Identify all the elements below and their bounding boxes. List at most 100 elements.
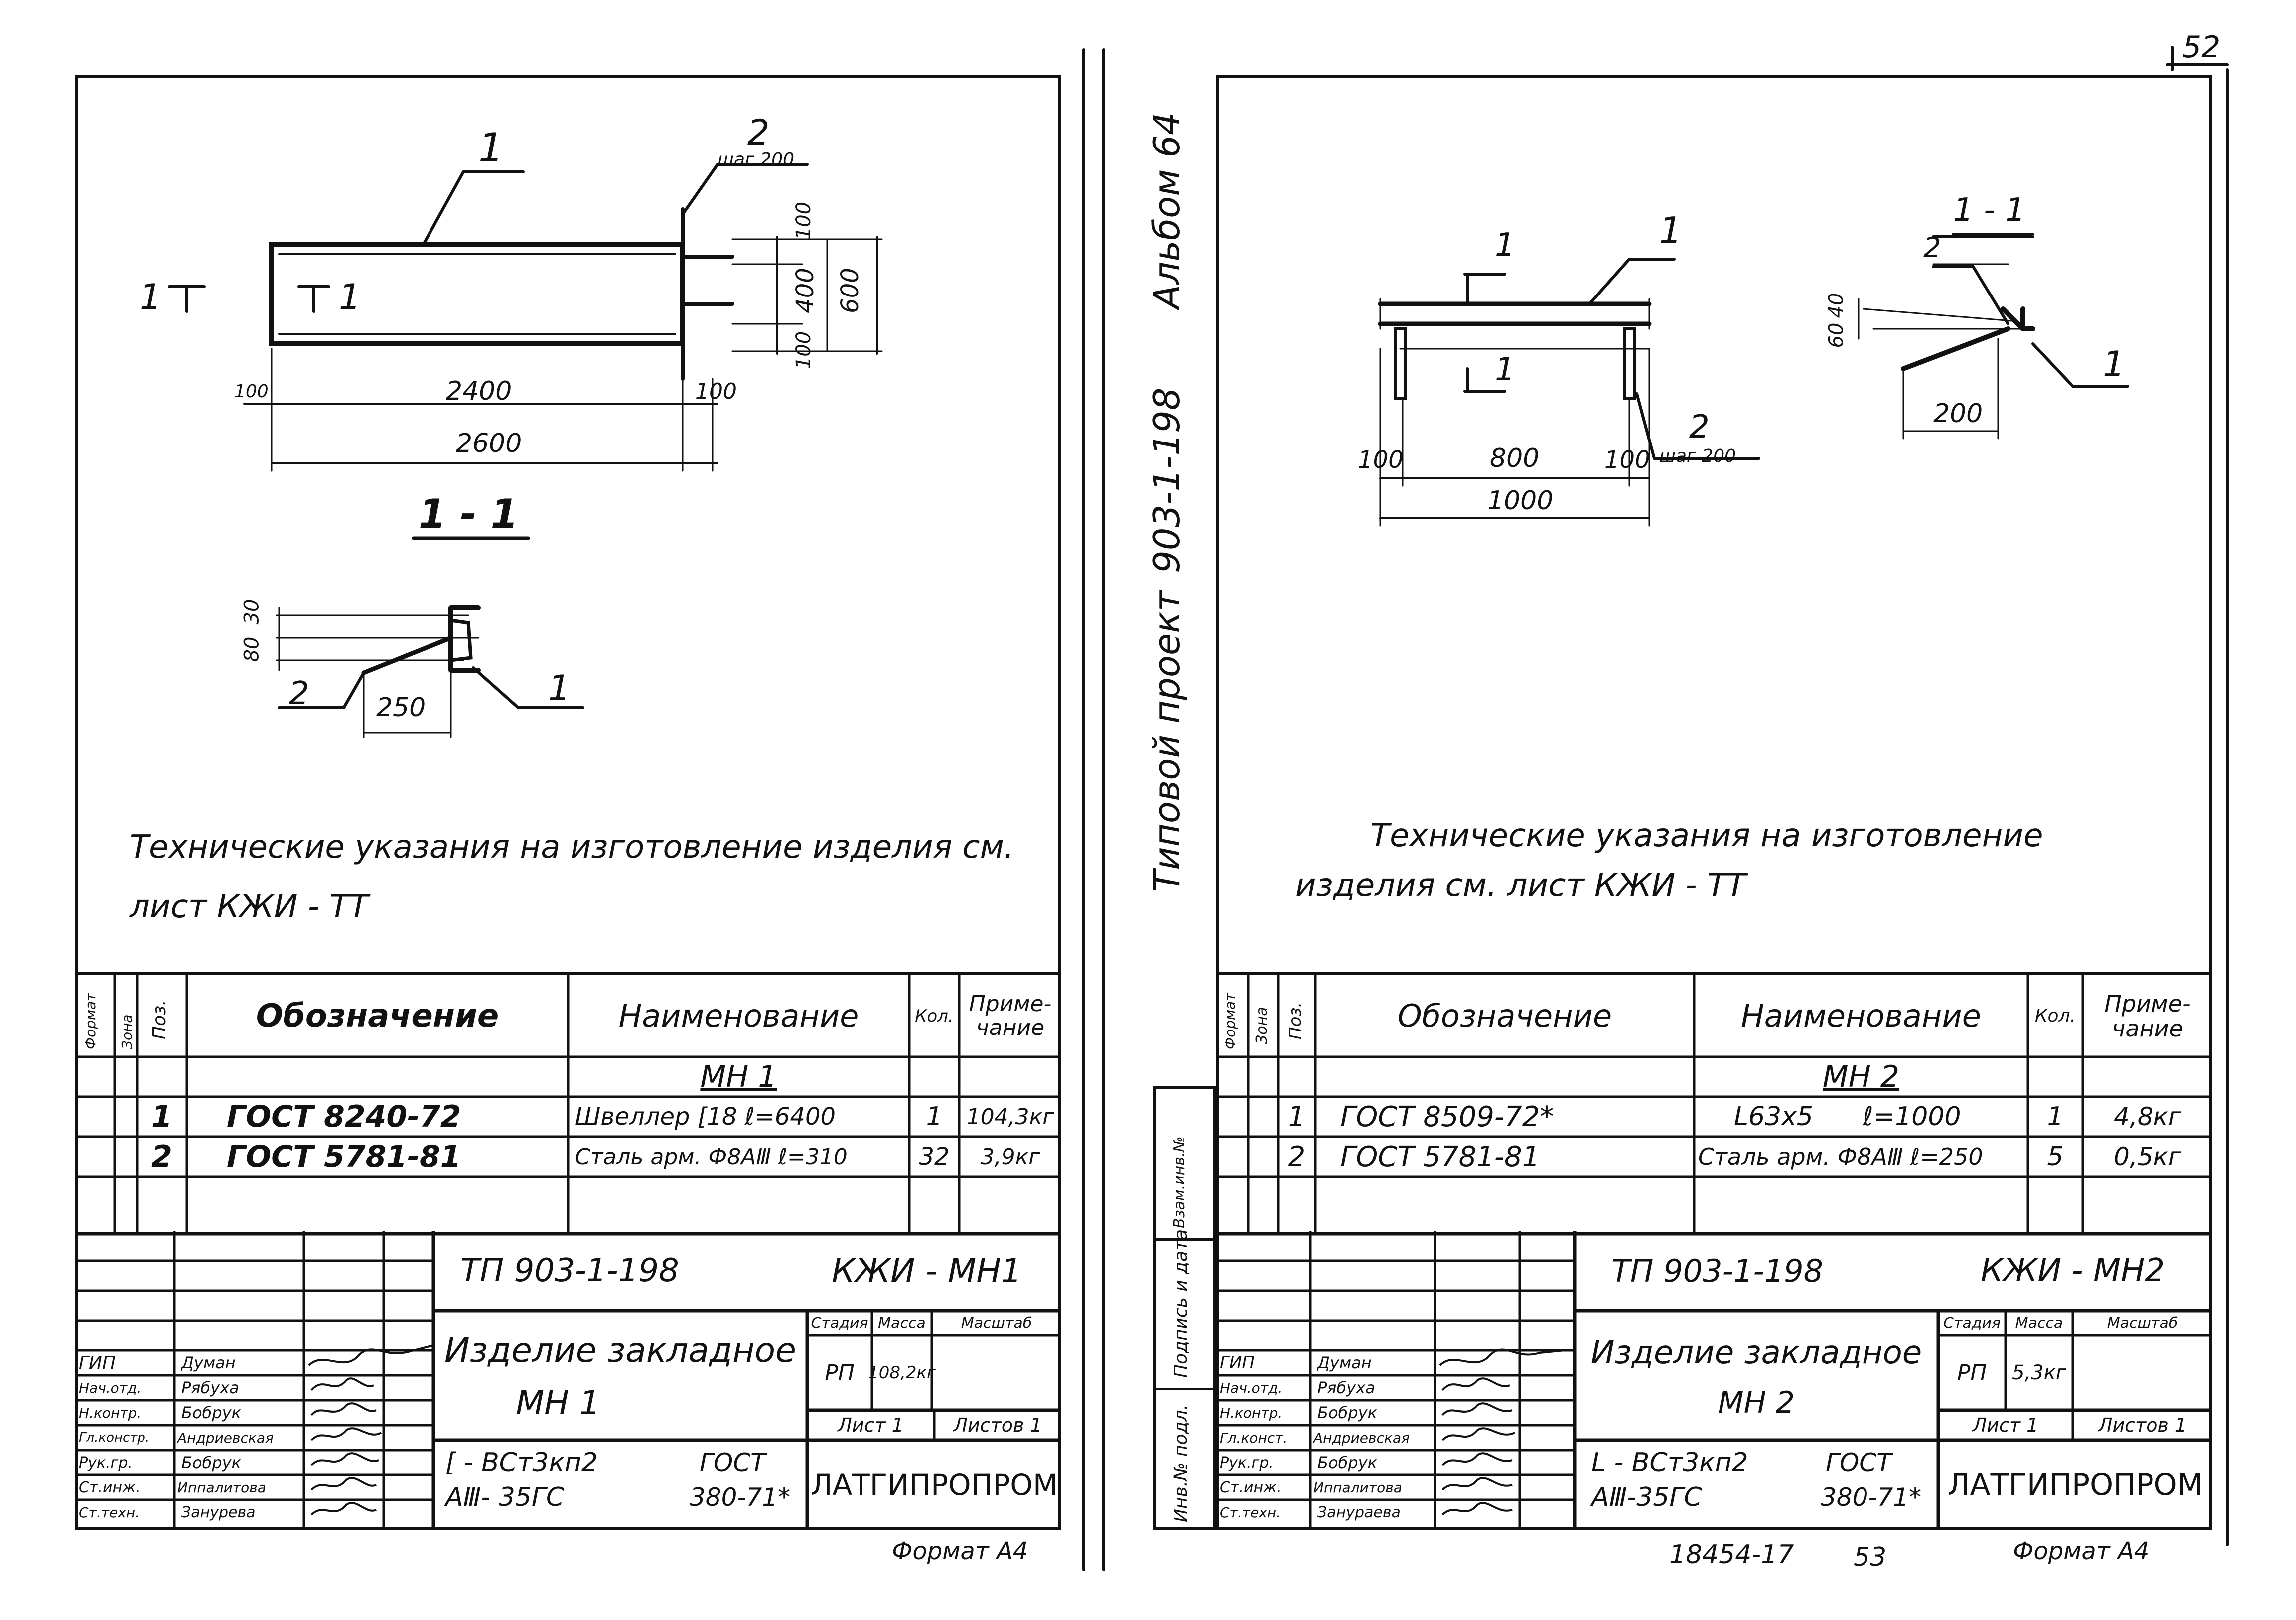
- side-stamp-strip: Инв.№ подл. Подпись и дата Взам.инв.№: [1153, 1086, 1216, 1530]
- right-spec-h-qty: Кол.: [2034, 1006, 2076, 1026]
- left-dim-80: 80: [240, 636, 264, 662]
- left-tb-scale-h: Масштаб: [961, 1314, 1032, 1332]
- left-tb-material-1: [ - ВСт3кп2: [445, 1448, 598, 1477]
- right-dim-40: 40: [1825, 293, 1848, 318]
- left-spec-h-designation: Обозначение: [256, 997, 499, 1034]
- right-spec-h-pos: Поз.: [1286, 1002, 1305, 1039]
- right-tb-name-0: Думан: [1317, 1353, 1372, 1372]
- left-dim-400: 400: [791, 268, 819, 313]
- left-pos2-label: 2: [747, 112, 770, 153]
- left-spec-row2-name: Сталь арм. Ф8АⅢ ℓ=310: [575, 1144, 848, 1170]
- left-spec-group: МН 1: [700, 1059, 777, 1094]
- left-tech-note: Технические указания на изготовление изд…: [130, 829, 1014, 925]
- right-tb-sheet: Лист 1: [1972, 1414, 2039, 1436]
- left-section-title: 1 - 1: [419, 491, 519, 537]
- side-stamp-sign: Подпись и дата: [1171, 1229, 1191, 1378]
- right-sheet-frame: [1216, 75, 2212, 1530]
- left-dim-2400: 2400: [446, 376, 512, 406]
- left-spec-row2-qty: 32: [919, 1143, 950, 1171]
- right-pos1-label: 1: [1659, 209, 1682, 251]
- side-stamp-replace: Взам.инв.№: [1171, 1136, 1188, 1228]
- left-spec-row1-designation: ГОСТ 8240-72: [227, 1099, 461, 1134]
- right-tb-role-4: Рук.гр.: [1220, 1454, 1274, 1472]
- right-tb-gost-2: 380-71*: [1821, 1483, 1922, 1512]
- right-tb-mass-h: Масса: [2015, 1314, 2063, 1332]
- left-tb-name-4: Бобрук: [181, 1453, 241, 1472]
- left-section-mark-2: 1: [339, 277, 361, 317]
- left-format-label: Формат А4: [892, 1537, 1028, 1565]
- left-dim-100-c: 100: [234, 381, 269, 402]
- right-spec-table: Формат Зона Поз. Обозначение Наименовани…: [1216, 972, 2212, 1239]
- left-tb-role-4: Рук.гр.: [79, 1454, 133, 1472]
- right-step-label: шаг 200: [1659, 446, 1736, 466]
- left-tb-gost-2: 380-71*: [690, 1483, 791, 1512]
- right-tb-name-2: Бобрук: [1317, 1403, 1377, 1422]
- left-section-pos1: 1: [548, 668, 571, 709]
- right-tb-item-name: Изделие закладное: [1590, 1334, 1922, 1371]
- right-tech-note-1: Технические указания на изготовление: [1370, 817, 2043, 854]
- left-tb-material-2: АⅢ- 35ГС: [445, 1482, 565, 1512]
- left-spec-row2-pos: 2: [151, 1139, 172, 1174]
- right-spec-row1-qty: 1: [2047, 1102, 2064, 1132]
- right-dim-100-b: 100: [1604, 446, 1650, 474]
- right-tb-gost-1: ГОСТ: [1826, 1448, 1892, 1477]
- right-tb-signatures: [1439, 1348, 1565, 1516]
- right-section-title: 1 - 1: [1953, 192, 2026, 229]
- right-tb-mass: 5,3кг: [2012, 1361, 2066, 1384]
- left-tb-role-3: Гл.констр.: [79, 1430, 150, 1445]
- right-section-pos1: 1: [2103, 344, 2125, 385]
- side-project-code: 903-1-198: [1146, 387, 1188, 573]
- left-spec-h-pos: Поз.: [149, 1000, 170, 1039]
- right-tb-scale-h: Масштаб: [2107, 1314, 2178, 1332]
- right-spec-row2-note: 0,5кг: [2114, 1142, 2181, 1171]
- left-tb-stage-h: Стадия: [811, 1314, 868, 1332]
- left-step-label: шаг 200: [718, 149, 795, 170]
- right-dim-800: 800: [1490, 443, 1540, 473]
- right-tb-name-1: Рябуха: [1317, 1378, 1375, 1397]
- right-tb-name-5: Иппалитова: [1313, 1479, 1402, 1496]
- right-format-label: Формат А4: [2013, 1537, 2150, 1565]
- right-title-block: ГИП Нач.отд. Н.контр. Гл.конст. Рук.гр. …: [1216, 1231, 2212, 1530]
- side-stamp-inv: Инв.№ подл.: [1171, 1404, 1191, 1522]
- right-spec-h-format: Формат: [1222, 993, 1238, 1049]
- right-section-pos2: 2: [1923, 232, 1941, 264]
- left-spec-row1-pos: 1: [151, 1099, 172, 1134]
- side-album: Альбом 64: [1146, 112, 1188, 309]
- left-section-mark-1: 1: [140, 277, 162, 317]
- right-spec-row2-pos: 2: [1288, 1140, 1306, 1173]
- left-dim-100-b: 100: [792, 331, 816, 370]
- right-tb-doc-code: ТП 903-1-198: [1611, 1252, 1824, 1289]
- left-tb-doc-code: ТП 903-1-198: [460, 1252, 679, 1289]
- left-dim-600: 600: [836, 268, 864, 313]
- left-tb-stage: РП: [825, 1360, 855, 1386]
- right-spec-h-name: Наименование: [1741, 998, 1981, 1034]
- right-tb-role-3: Гл.конст.: [1220, 1429, 1288, 1446]
- right-dim-1000: 1000: [1487, 486, 1554, 516]
- left-spec-h-name: Наименование: [618, 998, 859, 1034]
- left-spec-table: Формат Зона Поз. Обозначение Наименовани…: [75, 972, 1061, 1239]
- right-tb-material-1: L - ВСт3кп2: [1591, 1448, 1748, 1477]
- left-tb-signatures: [308, 1344, 434, 1516]
- right-tb-name-6: Занураева: [1317, 1503, 1401, 1521]
- left-dim-100-a: 100: [792, 201, 816, 240]
- left-tb-mass: 108,2кг: [868, 1363, 936, 1383]
- left-tb-name-3: Андриевская: [177, 1429, 274, 1446]
- right-spec-row2-name: Сталь арм. Ф8АⅢ ℓ=250: [1698, 1143, 1983, 1170]
- right-mark-bottom: 1: [1495, 351, 1515, 388]
- left-tb-role-1: Нач.отд.: [79, 1379, 142, 1396]
- right-tb-role-6: Ст.техн.: [1220, 1504, 1281, 1521]
- right-tb-sheet-code: КЖИ - МН2: [1980, 1252, 2165, 1289]
- right-tb-sheets: Листов 1: [2098, 1414, 2187, 1436]
- right-tb-material-2: АⅢ-35ГС: [1591, 1482, 1702, 1512]
- left-tb-sheets: Листов 1: [953, 1414, 1042, 1436]
- left-tb-sheet-code: КЖИ - МН1: [832, 1251, 1022, 1290]
- right-tb-name-3: Андриевская: [1313, 1429, 1410, 1446]
- left-spec-row1-name: Швеллер [18 ℓ=6400: [575, 1103, 836, 1131]
- left-tb-item-name: Изделие закладное: [444, 1330, 796, 1370]
- left-tb-role-6: Ст.техн.: [79, 1504, 140, 1521]
- right-tb-role-1: Нач.отд.: [1220, 1379, 1283, 1396]
- left-pos1-label: 1: [478, 125, 504, 171]
- right-tb-name-4: Бобрук: [1317, 1453, 1377, 1472]
- left-tb-name-1: Рябуха: [181, 1378, 239, 1397]
